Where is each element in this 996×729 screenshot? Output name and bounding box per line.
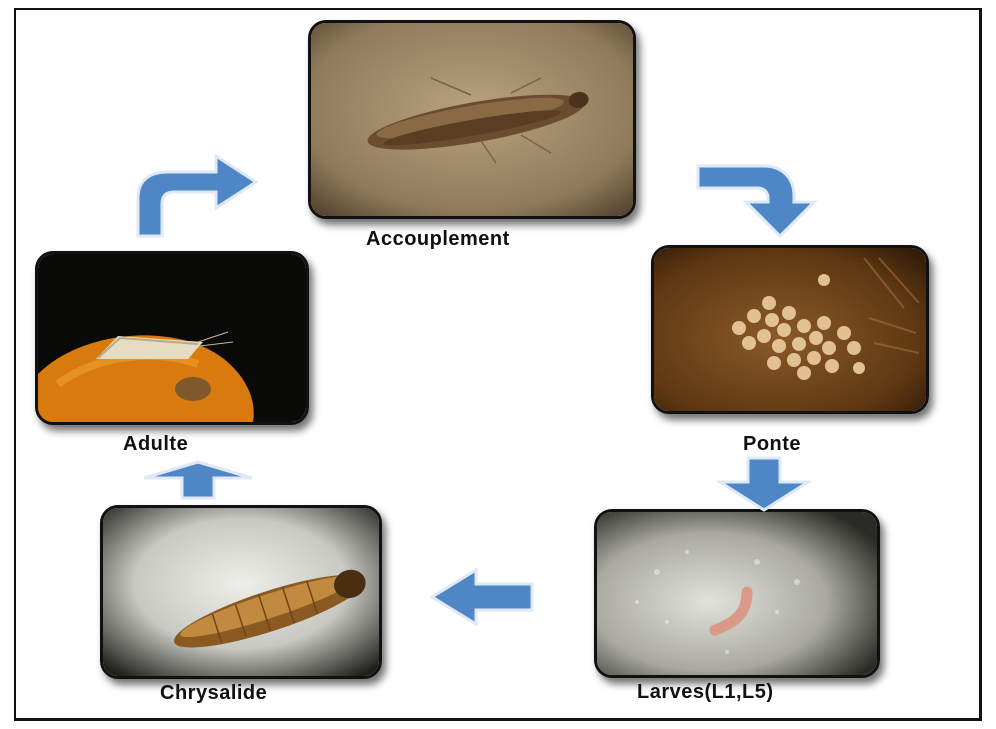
photo-adulte bbox=[35, 251, 309, 425]
label-accouplement: Accouplement bbox=[366, 228, 510, 251]
label-ponte: Ponte bbox=[743, 433, 801, 456]
photo-larves bbox=[594, 509, 880, 678]
arrow-larves-to-chrysalide bbox=[428, 566, 538, 628]
arrow-chrysalide-to-adulte bbox=[140, 460, 256, 500]
arrow-adulte-to-accouplement bbox=[132, 150, 262, 240]
arrow-accouplement-to-ponte bbox=[694, 162, 834, 240]
photo-ponte bbox=[651, 245, 929, 414]
photo-accouplement bbox=[308, 20, 636, 219]
label-adulte: Adulte bbox=[123, 433, 188, 456]
arrow-ponte-to-larves bbox=[716, 456, 812, 512]
photo-chrysalide bbox=[100, 505, 382, 679]
label-larves: Larves(L1,L5) bbox=[637, 681, 774, 704]
label-chrysalide: Chrysalide bbox=[160, 682, 267, 705]
